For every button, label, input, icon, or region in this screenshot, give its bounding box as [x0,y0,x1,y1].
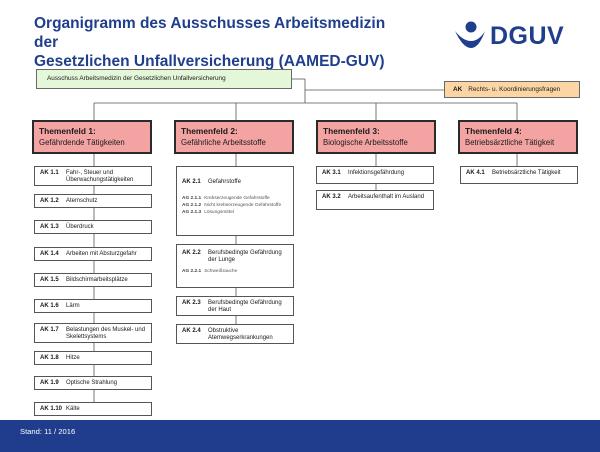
theme-title: Themenfeld 2: [181,126,238,136]
ak-label: Betriebsärztliche Tätigkeit [492,170,561,176]
ak-code: AK 1.1 [40,170,59,176]
ak-label: Kälte [66,406,80,412]
ak-label: Fahr-, Steuer und Überwachungstätigkeite… [66,170,134,184]
ak-label: Lärm [66,303,80,309]
dguv-logo: DGUV [454,20,574,52]
dguv-logo-icon [455,21,485,48]
ak-box-4-1: AK 4.1 Betriebsärztliche Tätigkeit [460,166,578,184]
ak-box-2-2: AK 2.2 Berufsbedingte Gefährdung der Lung… [176,244,294,288]
ak-box-1-7: AK 1.7 Belastungen des Muskel- und Skelet… [34,323,152,343]
ag-label: Lösungsmittel [204,209,234,215]
ag-label: Schweißrauche [204,268,238,274]
ak-label: Hitze [66,355,80,361]
theme-title: Themenfeld 4: [465,126,522,136]
ak-label: Berufsbedingte Gefährdung der Haut [208,300,282,314]
logo-text: DGUV [490,22,565,50]
ak-label: Optische Strahlung [66,380,118,386]
committee-root-box: Ausschuss Arbeitsmedizin der Gesetzliche… [36,69,292,89]
theme-box-2: Themenfeld 2: Gefährliche Arbeitsstoffe [174,120,294,154]
ak-label: Gefahrstoffe [208,179,241,185]
theme-subtitle: Biologische Arbeitsstoffe [323,138,408,147]
page-title: Organigramm des Ausschusses Arbeitsmediz… [34,14,394,71]
committee-root-label: Ausschuss Arbeitsmedizin der Gesetzliche… [47,75,226,82]
theme-box-3: Themenfeld 3: Biologische Arbeitsstoffe [316,120,436,154]
ak-label: Überdruck [66,224,94,230]
ak-code: AK 2.2 [182,250,201,256]
ak-code: AK 1.4 [40,251,59,257]
ak-heading: AK 2.2 Berufsbedingte Gefährdung der Lung… [177,245,293,265]
ak-code: AK 1.3 [40,224,59,230]
ak-code: AK 1.10 [40,406,63,412]
stand-date: Stand: 11 / 2016 [20,427,76,436]
ak-label: Berufsbedingte Gefährdung der Lunge [208,250,282,264]
ak-code: AK 1.5 [40,277,59,283]
ak-label: Obstruktive Atemwegserkrankungen [208,328,273,342]
ak-label: Atemschutz [66,198,98,204]
ak-box-1-9: AK 1.9 Optische Strahlung [34,376,152,390]
theme-box-1: Themenfeld 1: Gefährdende Tätigkeiten [32,120,152,154]
ak-code: AK 2.3 [182,300,201,306]
ag-code: AG 2.2.1 [182,268,202,274]
ak-label: Infektionsgefährdung [348,170,405,176]
footer-bar: Stand: 11 / 2016 [0,420,600,452]
koordination-label: Rechts- u. Koordinierungsfragen [468,86,561,93]
ak-box-1-8: AK 1.8 Hitze [34,351,152,365]
ak-label: Belastungen des Muskel- und Skelettsyste… [66,327,146,341]
ak-box-1-5: AK 1.5 Bildschirmarbeitsplätze [34,273,152,287]
koordination-box: AK Rechts- u. Koordinierungsfragen [444,81,580,98]
ag-code: AG 2.1.3 [182,209,202,215]
theme-box-4: Themenfeld 4: Betriebsärztliche Tätigkei… [458,120,578,154]
ak-heading: AK 2.1 Gefahrstoffe [177,167,293,186]
ak-box-1-2: AK 1.2 Atemschutz [34,194,152,208]
ak-code: AK 1.8 [40,355,59,361]
ag-label: Nicht krebserzeugende Gefahrstoffe [204,203,282,208]
ak-box-1-4: AK 1.4 Arbeiten mit Absturzgefahr [34,247,152,261]
ak-box-1-3: AK 1.3 Überdruck [34,220,152,234]
ak-box-1-6: AK 1.6 Lärm [34,299,152,313]
theme-subtitle: Gefährdende Tätigkeiten [39,138,125,147]
ak-code: AK 2.4 [182,328,201,334]
theme-title: Themenfeld 1: [39,126,96,136]
ak-code: AK 1.6 [40,303,59,309]
ak-box-2-4: AK 2.4 Obstruktive Atemwegserkrankungen [176,324,294,344]
ak-code: AK 1.2 [40,198,59,204]
ak-code: AK 3.1 [322,170,341,176]
ak-code: AK 1.9 [40,380,59,386]
title-line-2: Gesetzlichen Unfallversicherung (AAMED-G… [34,53,385,70]
ak-label: Arbeitsaufenthalt im Ausland [348,194,425,200]
ak-label: Arbeiten mit Absturzgefahr [66,251,137,257]
ak-box-1-1: AK 1.1 Fahr-, Steuer und Überwachungstäti… [34,166,152,186]
title-line-1: Organigramm des Ausschusses Arbeitsmediz… [34,15,386,51]
ak-code: AK 1.7 [40,327,59,333]
ag-code: AG 2.1.1 [182,196,202,202]
theme-subtitle: Gefährliche Arbeitsstoffe [181,138,266,147]
ak-code: AK 2.1 [182,179,201,185]
ak-code: AK 4.1 [466,170,485,176]
ak-box-3-2: AK 3.2 Arbeitsaufenthalt im Ausland [316,190,434,210]
ag-label: Krebserzeugende Gefahrstoffe [204,196,270,202]
ak-code: AK 3.2 [322,194,341,200]
ak-box-3-1: AK 3.1 Infektionsgefährdung [316,166,434,184]
ak-label: Bildschirmarbeitsplätze [66,277,128,283]
ak-box-2-3: AK 2.3 Berufsbedingte Gefährdung der Haut [176,296,294,316]
theme-title: Themenfeld 3: [323,126,380,136]
theme-subtitle: Betriebsärztliche Tätigkeit [465,138,555,147]
ag-code: AG 2.1.2 [182,203,202,208]
koordination-code: AK [453,86,463,93]
